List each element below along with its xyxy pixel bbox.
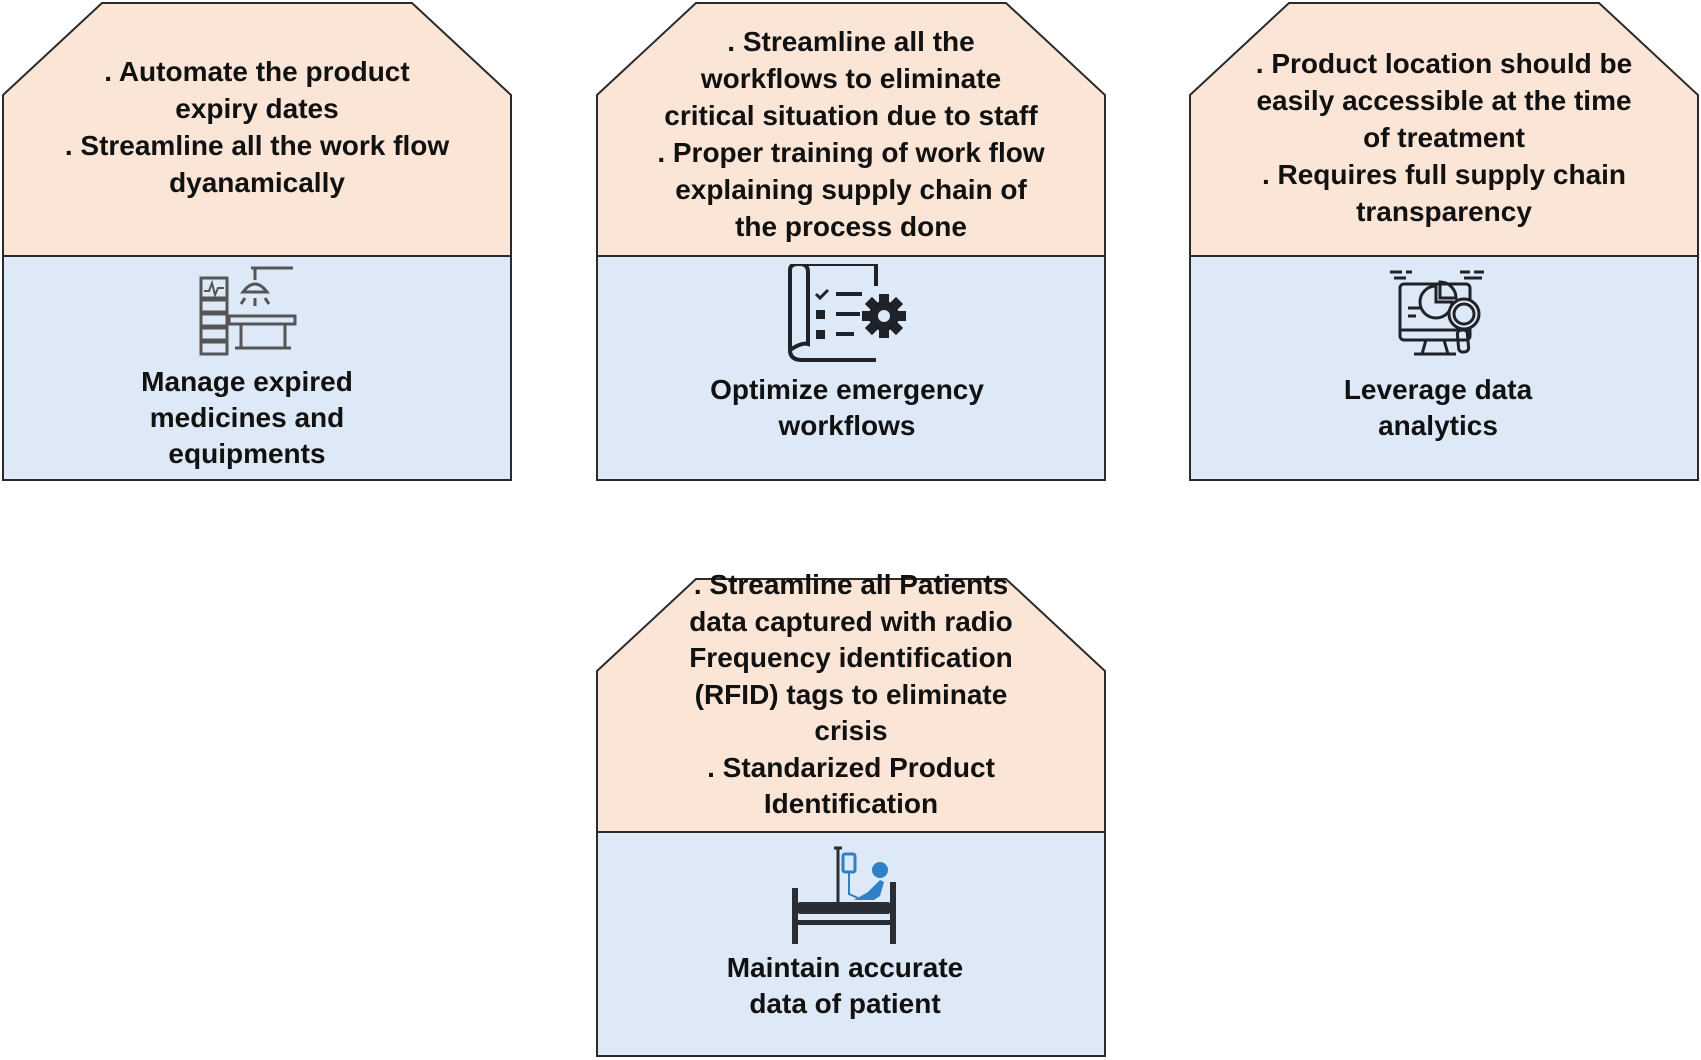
patient-bed-icon [792, 846, 896, 944]
top-line: explaining supply chain of [675, 174, 1027, 205]
top-line: (RFID) tags to eliminate [694, 678, 1008, 710]
top-line: Identification [763, 788, 939, 820]
card-manage-expired: . Automate the product expiry dates . St… [2, 2, 512, 482]
card-label: Leverage data analytics [1344, 372, 1532, 444]
card-label: Manage expired medicines and equipments [141, 364, 353, 472]
card-frame [2, 2, 512, 481]
top-line: . Proper training of work flow [657, 137, 1045, 168]
top-line: of treatment [1363, 121, 1525, 153]
top-line: critical situation due to staff [664, 100, 1038, 131]
top-line: . Automate the product [104, 56, 410, 87]
top-line: data captured with radio [689, 605, 1013, 637]
card-top-text: . Streamline all the workflows to elimin… [636, 23, 1066, 245]
card-label: Maintain accurate data of patient [727, 950, 964, 1022]
label-line: equipments [168, 438, 326, 469]
label-line: Maintain accurate [726, 952, 964, 983]
card-top-text: . Product location should be easily acce… [1229, 42, 1659, 232]
card-maintain-patient-data: . Streamline all Patients data captured … [596, 569, 1106, 1058]
top-line: . Standarized Product [707, 751, 995, 783]
card-frame [1189, 2, 1699, 481]
label-line: data of patient [749, 988, 941, 1019]
top-line: expiry dates [175, 93, 339, 124]
top-line: crisis [814, 715, 888, 747]
card-optimize-emergency: . Streamline all the workflows to elimin… [596, 2, 1106, 482]
workflow-checklist-icon [788, 264, 906, 362]
top-line: transparency [1356, 195, 1532, 227]
top-line: easily accessible at the time [1256, 84, 1632, 116]
top-line: . Product location should be [1255, 47, 1633, 79]
top-line: . Streamline all the work flow [64, 130, 450, 161]
card-frame [596, 578, 1106, 1057]
operating-room-icon [199, 266, 297, 356]
card-leverage-analytics: . Product location should be easily acce… [1189, 2, 1699, 482]
label-line: Leverage data [1343, 374, 1533, 405]
top-line: Frequency identification [689, 642, 1013, 674]
label-line: Optimize emergency [710, 374, 984, 405]
top-line: dyanamically [169, 167, 345, 198]
top-line: workflows to eliminate [700, 63, 1002, 94]
label-line: medicines and [149, 402, 345, 433]
label-line: analytics [1378, 410, 1498, 441]
label-line: workflows [778, 410, 916, 441]
card-top-text: . Automate the product expiry dates . St… [42, 42, 472, 212]
top-line: . Streamline all the [727, 26, 975, 57]
top-line: . Requires full supply chain [1261, 158, 1627, 190]
top-line: the process done [735, 211, 967, 242]
top-line: . Streamline all Patients [693, 569, 1009, 601]
card-label: Optimize emergency workflows [710, 372, 984, 444]
label-line: Manage expired [141, 366, 353, 397]
card-top-text: . Streamline all Patients data captured … [636, 564, 1066, 826]
data-analytics-icon [1390, 270, 1484, 356]
